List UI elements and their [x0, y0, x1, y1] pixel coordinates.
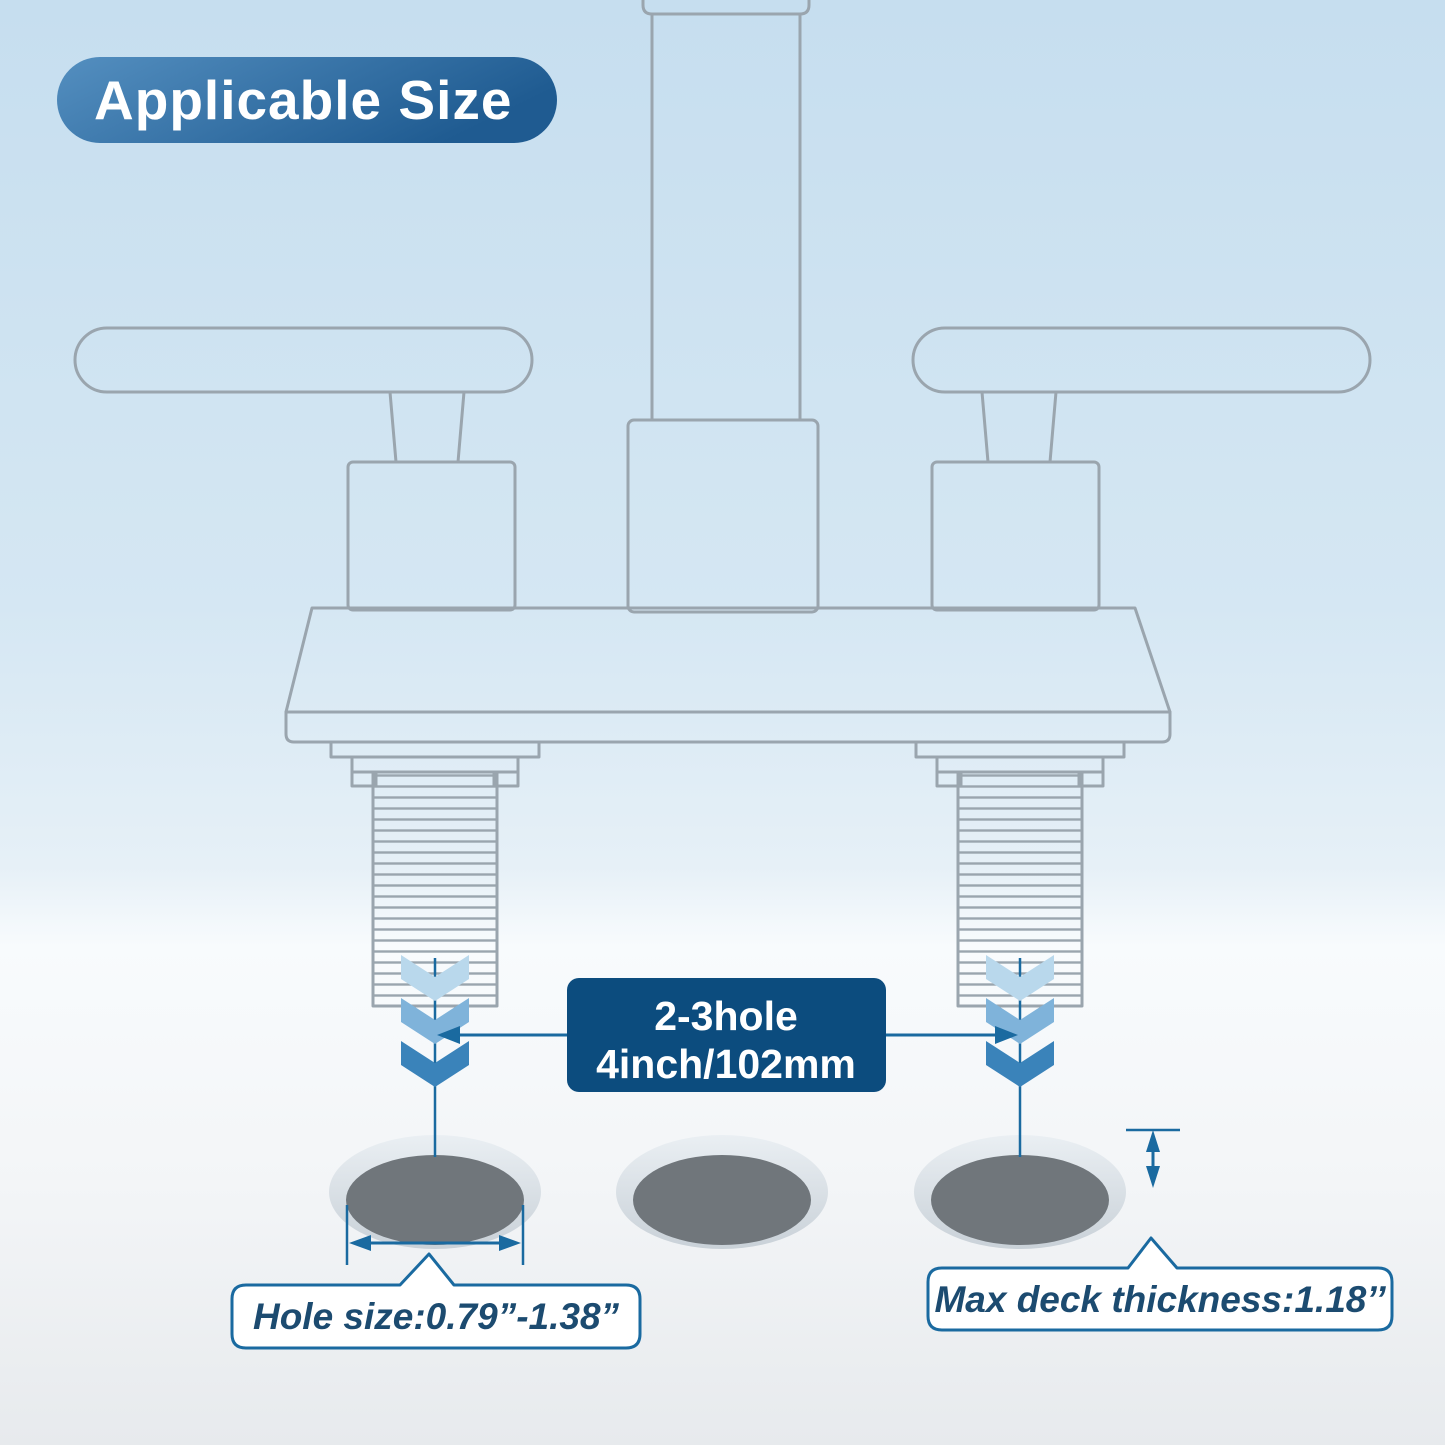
arrowhead-right-icon	[499, 1235, 521, 1251]
spout-pipe	[650, 12, 802, 422]
right-handle-base	[930, 460, 1101, 612]
hole-void	[633, 1155, 811, 1245]
hole-size-dimension	[345, 1205, 525, 1265]
spacing-dimension-arrows	[437, 1026, 1018, 1044]
hole-spacing-label: 2-3hole 4inch/102mm	[567, 978, 886, 1092]
arrowhead-down-icon	[1146, 1166, 1160, 1188]
chevron-down-icon	[986, 955, 1054, 1001]
deck-plate	[284, 606, 1172, 744]
mounting-holes	[329, 1135, 1126, 1249]
mounting-hole-left	[329, 1135, 541, 1249]
mounting-hole-right	[914, 1135, 1126, 1249]
arrowhead-left-icon	[349, 1235, 371, 1251]
chevron-down-icon	[986, 1041, 1054, 1087]
deck-thickness-dimension	[1126, 1128, 1180, 1188]
right-handle-post	[980, 390, 1058, 464]
title-badge: Applicable Size	[57, 57, 557, 143]
mounting-hole-center	[616, 1135, 828, 1249]
arrowhead-up-icon	[1146, 1130, 1160, 1152]
spacing-label-line1: 2-3hole	[654, 993, 798, 1039]
right-handle	[911, 326, 1372, 612]
callout-bubble	[926, 1236, 1394, 1332]
callout-bubble	[230, 1252, 642, 1350]
arrowhead-left-icon	[437, 1026, 460, 1044]
left-handle-post	[388, 390, 466, 464]
deck-front	[284, 710, 1172, 744]
hole-void	[931, 1155, 1109, 1245]
left-handle-base	[346, 460, 517, 612]
left-lever	[73, 326, 534, 394]
hole-size-callout: Hole size:0.79”-1.38”	[230, 1252, 642, 1350]
hole-size-callout-label: Hole size:0.79”-1.38”	[253, 1296, 620, 1337]
left-shank	[329, 740, 541, 1008]
right-lever	[911, 326, 1372, 394]
deck-thickness-callout: Max deck thickness:1.18’’	[926, 1236, 1394, 1332]
spout-body	[626, 418, 820, 614]
spacing-label-background	[567, 978, 886, 1092]
arrowhead-right-icon	[995, 1026, 1018, 1044]
spacing-label-line2: 4inch/102mm	[596, 1041, 856, 1087]
chevron-down-icon	[401, 1041, 469, 1087]
spout-collar	[641, 0, 811, 16]
hole-void	[346, 1155, 524, 1245]
deck-thickness-callout-label: Max deck thickness:1.18’’	[934, 1279, 1386, 1320]
chevron-down-icon	[401, 955, 469, 1001]
left-handle	[73, 326, 534, 612]
page-title: Applicable Size	[94, 69, 512, 131]
title-badge-background	[57, 57, 557, 143]
